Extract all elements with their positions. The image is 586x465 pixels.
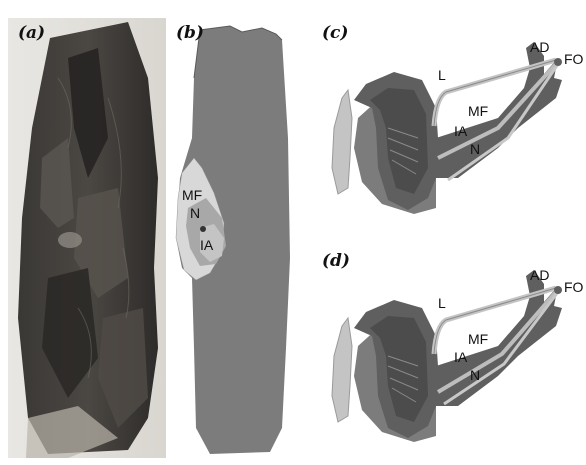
label-ia: IA bbox=[454, 349, 468, 365]
label-n: N bbox=[470, 367, 480, 383]
label-fo: FO bbox=[564, 51, 584, 67]
specimen-photo bbox=[8, 18, 166, 458]
panel-d: AD FO L MF IA N (d) bbox=[318, 246, 586, 456]
label-fo: FO bbox=[564, 279, 584, 295]
panel-label-c: (c) bbox=[322, 23, 348, 43]
panel-label-b: (b) bbox=[176, 23, 204, 43]
mandible-diagram-d: AD FO L MF IA N bbox=[318, 246, 586, 456]
panel-a: (a) bbox=[8, 18, 166, 458]
label-mf: MF bbox=[468, 103, 488, 119]
label-l: L bbox=[438, 295, 446, 311]
label-n: N bbox=[190, 205, 200, 221]
panel-label-d: (d) bbox=[322, 251, 350, 271]
mandible-diagram-c: AD FO L MF IA N bbox=[318, 18, 586, 228]
panel-label-a: (a) bbox=[18, 23, 45, 43]
panel-b: MF N IA (b) bbox=[170, 18, 305, 458]
cross-section-diagram: MF N IA bbox=[170, 18, 305, 458]
label-ad: AD bbox=[530, 39, 549, 55]
label-l: L bbox=[438, 67, 446, 83]
label-ia: IA bbox=[200, 237, 214, 253]
label-ia: IA bbox=[454, 123, 468, 139]
label-mf: MF bbox=[468, 331, 488, 347]
panel-c: AD FO L MF IA N (c) bbox=[318, 18, 586, 228]
label-mf: MF bbox=[182, 187, 202, 203]
label-ad: AD bbox=[530, 267, 549, 283]
label-n: N bbox=[470, 141, 480, 157]
